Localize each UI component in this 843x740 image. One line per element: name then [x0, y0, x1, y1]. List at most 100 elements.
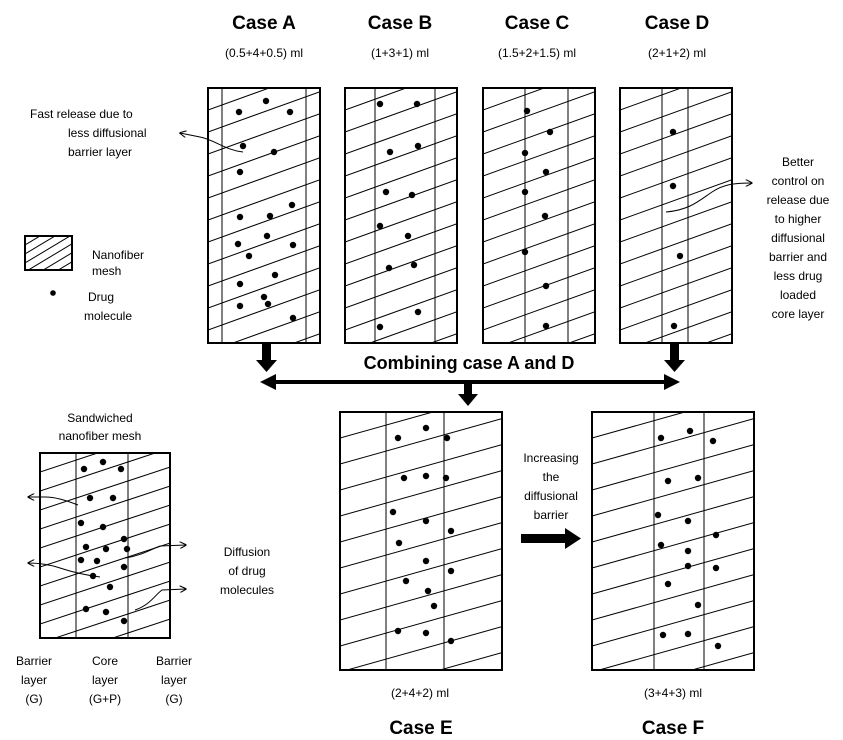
drug-molecule-dot	[684, 517, 692, 525]
hatch-line	[483, 135, 595, 177]
legend-mesh-swatch	[24, 235, 73, 326]
drug-molecule-dot	[93, 557, 101, 565]
hatch-line	[53, 599, 170, 638]
hatch-line	[345, 289, 457, 331]
hatch-line	[483, 201, 595, 243]
case-a-down-arrowhead	[256, 360, 277, 372]
increasing-arrow	[521, 534, 567, 543]
case-d-down-arrow	[670, 343, 679, 363]
hatch-line	[429, 333, 457, 343]
drug-molecule-dot	[521, 188, 529, 196]
better-control-line: diffusional	[771, 231, 825, 245]
drug-molecule-dot	[430, 602, 438, 610]
drug-molecule-dot	[271, 271, 279, 279]
drug-molecule-dot	[657, 541, 665, 549]
drug-molecule-dot	[521, 149, 529, 157]
hatch-line	[208, 245, 320, 287]
hatch-line	[620, 201, 732, 243]
sandwiched-label-2: nanofiber mesh	[59, 429, 142, 443]
hatch-line	[345, 91, 457, 133]
hatch-line	[208, 113, 320, 155]
hatch-lines	[592, 412, 754, 670]
better-control-line: less drug	[774, 269, 823, 283]
drug-molecule-dot	[389, 508, 397, 516]
hatch-line	[25, 271, 72, 299]
drug-molecule-dot	[120, 563, 128, 571]
layer-core-label-3: (G+P)	[89, 692, 121, 706]
hatch-line	[592, 522, 754, 569]
hatch-line	[40, 485, 170, 530]
drug-molecule-dot	[120, 617, 128, 625]
case-d-ratio: (2+1+2) ml	[648, 46, 706, 60]
hatch-line	[345, 201, 457, 243]
sandwiched-mesh	[39, 452, 171, 639]
hatch-line	[483, 289, 595, 331]
layer-core-label-1: Core	[92, 654, 118, 668]
drug-molecule-dot	[686, 427, 694, 435]
drug-molecule-dot	[669, 182, 677, 190]
sandwiched-label-1: Sandwiched	[67, 411, 132, 425]
hatch-line	[345, 626, 502, 670]
hatch-line	[25, 236, 71, 264]
drug-molecule-dot	[422, 424, 430, 432]
better-control-line: to higher	[775, 212, 822, 226]
combining-label: Combining case A and D	[364, 353, 575, 373]
hatch-line	[592, 600, 754, 647]
hatch-line	[25, 289, 72, 317]
drug-molecule-dot	[117, 465, 125, 473]
increasing-note-4: barrier	[534, 508, 569, 522]
hatch-line	[40, 542, 170, 587]
drug-molecule-dot	[286, 108, 294, 116]
drug-molecule-dot	[684, 630, 692, 638]
legend-drug-dot	[50, 290, 56, 296]
drug-molecule-dot	[236, 302, 244, 310]
drug-molecule-dot	[376, 222, 384, 230]
case-b-mesh	[344, 87, 458, 344]
fast-release-arrow	[180, 133, 244, 153]
hatch-line	[25, 298, 72, 326]
mesh-border	[591, 411, 755, 671]
drug-molecule-dot	[394, 627, 402, 635]
drug-molecule-dot	[447, 567, 455, 575]
drug-molecule-dot	[414, 142, 422, 150]
hatch-line	[340, 496, 502, 543]
drug-molecule-dot	[521, 248, 529, 256]
drug-molecule-dot	[670, 322, 678, 330]
hatch-line	[40, 561, 170, 606]
hatch-lines	[620, 88, 732, 343]
drug-molecule-dot	[395, 539, 403, 547]
hatch-line	[345, 88, 408, 111]
layer-right-label-3: (G)	[165, 692, 182, 706]
drug-molecule-dot	[443, 434, 451, 442]
drug-molecule-dot	[289, 314, 297, 322]
drug-molecule-dot	[422, 557, 430, 565]
hatch-line	[438, 652, 502, 670]
hatch-line	[208, 88, 271, 111]
case-d-down-arrowhead	[664, 360, 685, 372]
drug-molecule-dot	[664, 477, 672, 485]
case-c-ratio: (1.5+2+1.5) ml	[498, 46, 576, 60]
hatch-line	[620, 88, 683, 111]
drug-molecule-dot	[659, 631, 667, 639]
hatch-line	[620, 91, 732, 133]
drug-molecule-dot	[386, 148, 394, 156]
mesh-border	[339, 411, 503, 671]
hatch-line	[25, 236, 26, 237]
case-e-mesh	[339, 411, 503, 671]
drug-molecule-dot	[422, 472, 430, 480]
hatch-line	[483, 91, 595, 133]
hatch-line	[292, 333, 320, 343]
drug-molecule-dot	[77, 556, 85, 564]
drug-molecule-dot	[424, 587, 432, 595]
diffusion-arrow-right-2	[134, 589, 186, 611]
hatch-line	[592, 496, 754, 543]
drug-molecule-dot	[80, 465, 88, 473]
diffusion-label-2: of drug	[228, 564, 265, 578]
drug-molecule-dot	[99, 523, 107, 531]
increasing-note-1: Increasing	[523, 451, 578, 465]
drug-molecule-dot	[546, 128, 554, 136]
combining-down-arrow	[464, 382, 472, 396]
better-control-arrow	[665, 183, 752, 213]
hatch-line	[368, 311, 457, 343]
